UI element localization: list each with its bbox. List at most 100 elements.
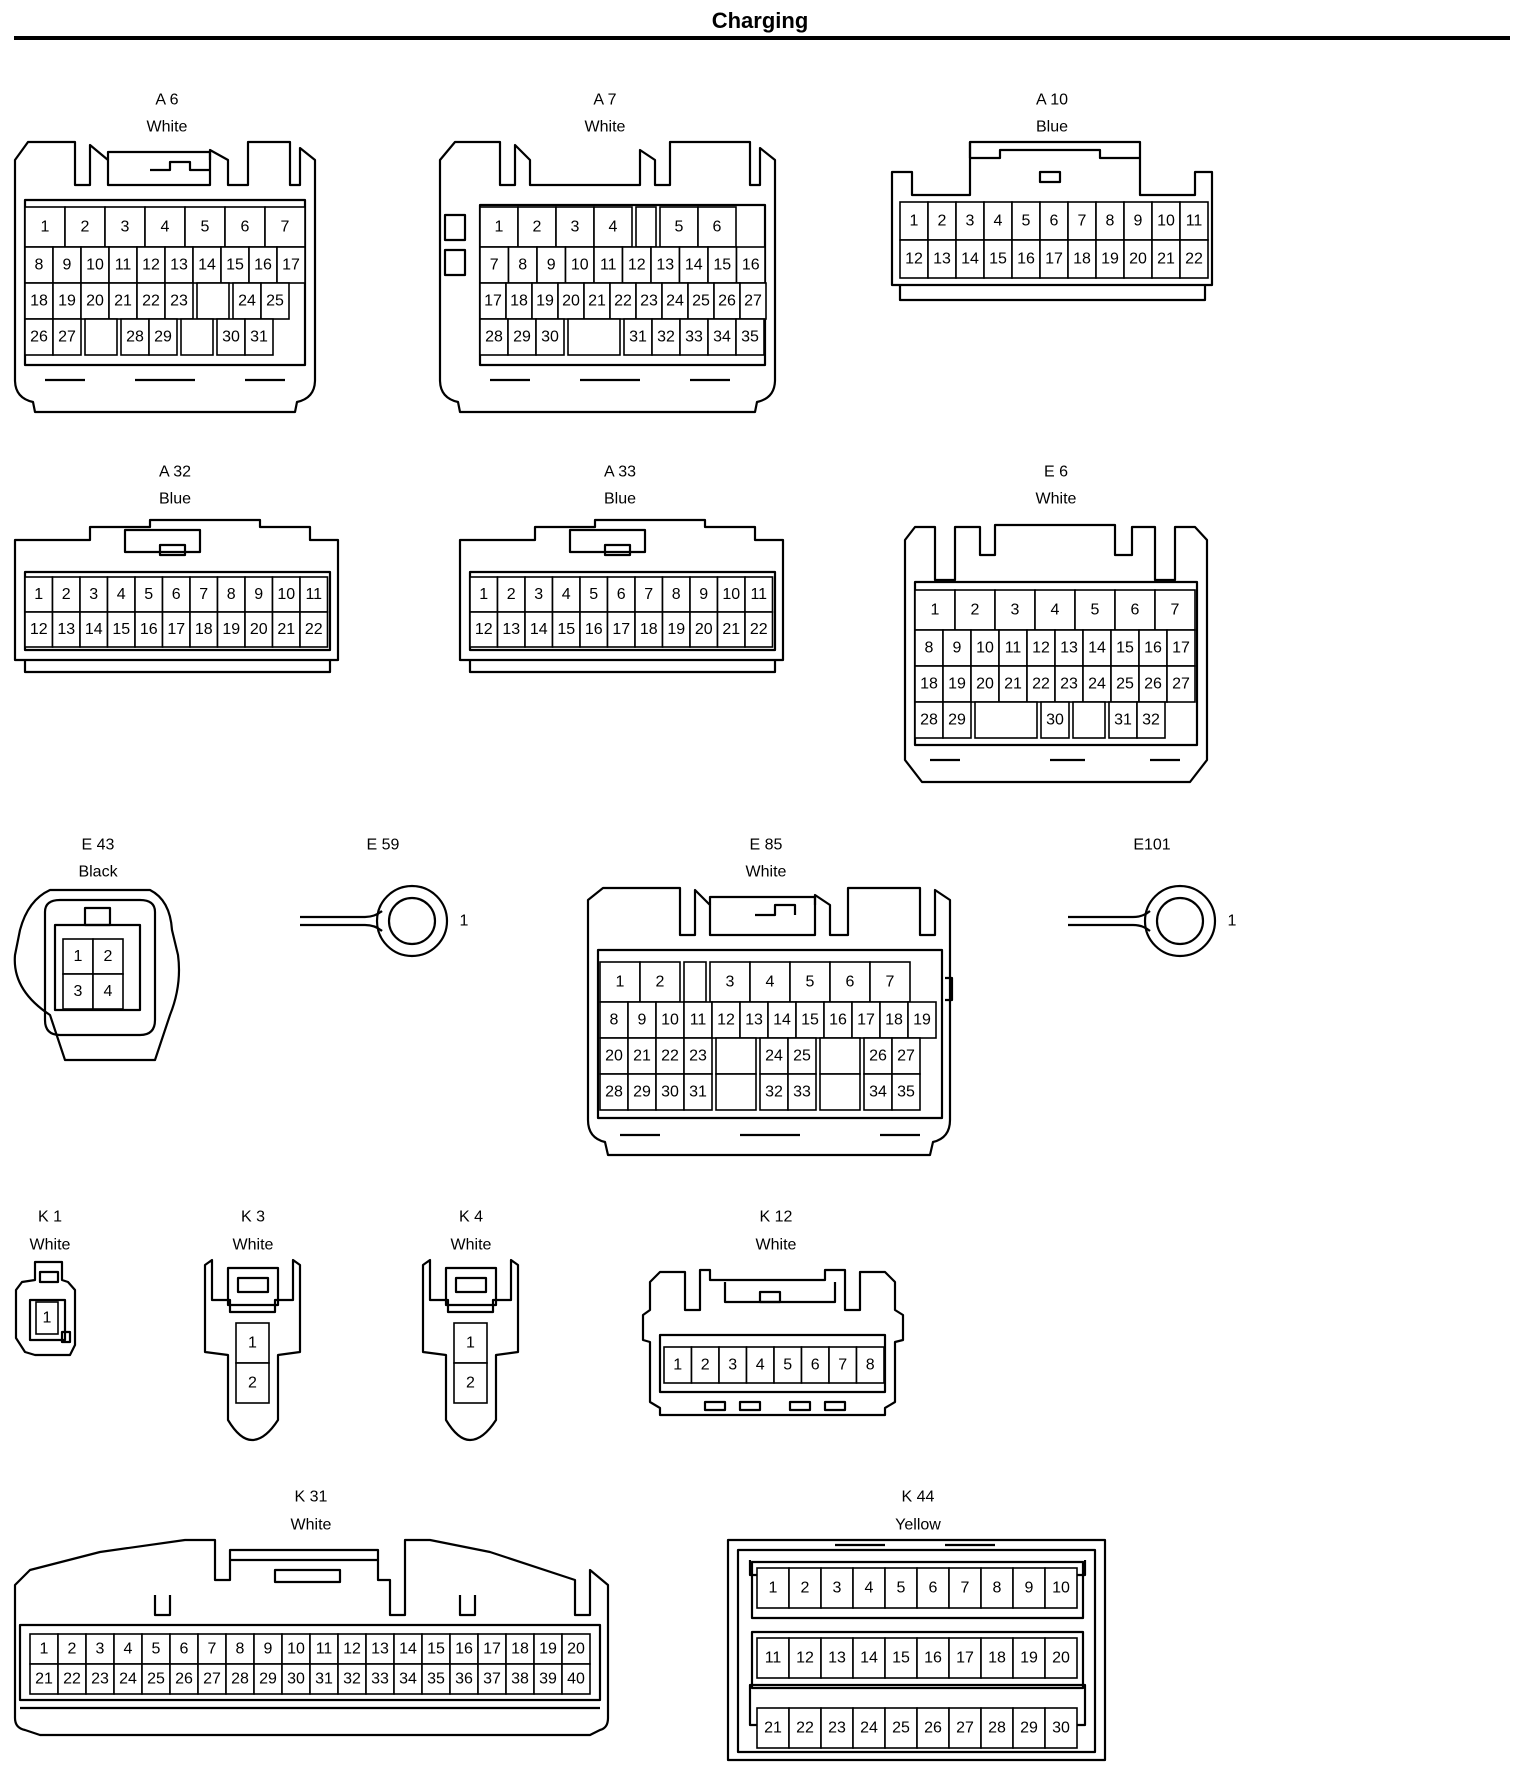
key-slot [635,206,657,248]
pin-label: 13 [933,251,951,268]
pin-cell [1044,1567,1078,1609]
pin-cell [697,206,737,248]
pin-cell [1095,201,1125,241]
pin-label: 11 [316,1641,333,1658]
pin-label: 6 [241,219,250,236]
pin-label: 4 [766,974,775,991]
connector-color: Black [78,864,118,881]
pin-cell [707,246,738,284]
pin-cell [623,318,653,356]
pin-label: 1 [460,913,469,930]
pin-label: 24 [119,1671,137,1688]
pin-cell [651,318,681,356]
pin-cell [524,611,554,648]
pin-cell [954,589,996,631]
key-slot [84,318,118,356]
key-slot [180,318,214,356]
pin-label: 6 [172,586,181,603]
pin-cell [788,1707,822,1749]
pin-label: 17 [483,1641,501,1658]
pin-label: 2 [104,948,113,965]
pin-label: 7 [1078,213,1087,230]
pin-label: 18 [885,1012,903,1029]
pin-label: 15 [1116,640,1134,657]
pin-cell [709,961,751,1003]
pin-label: 29 [154,329,172,346]
pin-label: 14 [961,251,979,268]
key-slot [715,1037,757,1075]
pin-label: 1 [931,602,940,619]
pin-label: 15 [226,257,244,274]
pin-cell [299,576,329,613]
pin-cell [496,576,526,613]
pin-cell [79,611,109,648]
pin-label: 18 [511,1641,529,1658]
pin-label: 3 [833,1580,842,1597]
pin-label: 19 [1101,251,1119,268]
pin-label: 29 [1020,1720,1038,1737]
pin-label: 7 [490,257,499,274]
housing-outline [658,1333,887,1394]
housing-outline [106,150,212,160]
pin-label: 13 [745,1012,763,1029]
pin-cell [639,961,681,1003]
pin-cell [189,611,219,648]
pin-label: 6 [617,586,626,603]
pin-label: 3 [96,1641,105,1658]
pin-label: 32 [765,1084,783,1101]
pin-cell [634,576,664,613]
housing-outline [18,1623,602,1702]
housing-outline [945,976,954,1002]
pin-cell [663,1346,693,1384]
pin-cell [829,961,871,1003]
pin-label: 3 [728,1357,737,1374]
pin-label: 1 [479,586,488,603]
pin-cell [479,206,519,248]
pin-cell [1151,239,1181,279]
pin-label: 13 [1060,640,1078,657]
pin-cell [92,938,124,975]
pin-label: 12 [905,251,923,268]
pin-cell [948,1707,982,1749]
connector-color: White [585,119,626,136]
pin-label: 10 [571,257,589,274]
pin-label: 1 [74,948,83,965]
pin-label: 23 [828,1720,846,1737]
pin-label: 39 [539,1671,557,1688]
pin-label: 36 [455,1671,473,1688]
pin-cell [634,611,664,648]
pin-label: 8 [518,257,527,274]
pin-label: 27 [203,1671,221,1688]
pin-label: 18 [1073,251,1091,268]
pin-label: 1 [673,1357,682,1374]
pin-label: 28 [231,1671,249,1688]
pin-label: 17 [167,621,185,638]
pin-cell [599,1073,629,1111]
pin-label: 8 [1106,213,1115,230]
pin-label: 21 [35,1671,53,1688]
pin-label: 4 [865,1580,874,1597]
pin-label: 1 [248,1335,257,1352]
pin-label: 7 [281,219,290,236]
pin-label: 20 [567,1641,585,1658]
pin-cell [1044,1707,1078,1749]
housing-outline [641,1268,905,1417]
pin-label: 15 [112,621,130,638]
pin-cell [29,1663,59,1695]
pin-cell [1039,239,1069,279]
connector-code: E 59 [367,837,400,854]
connector-color: Blue [604,491,636,508]
housing-outline [596,948,944,1120]
housing-outline [568,528,647,554]
connector-color: White [1036,491,1077,508]
pin-label: 11 [305,586,322,603]
pin-cell [235,1362,270,1404]
pin-cell [244,318,274,356]
pin-label: 3 [121,219,130,236]
pin-label: 6 [1131,602,1140,619]
